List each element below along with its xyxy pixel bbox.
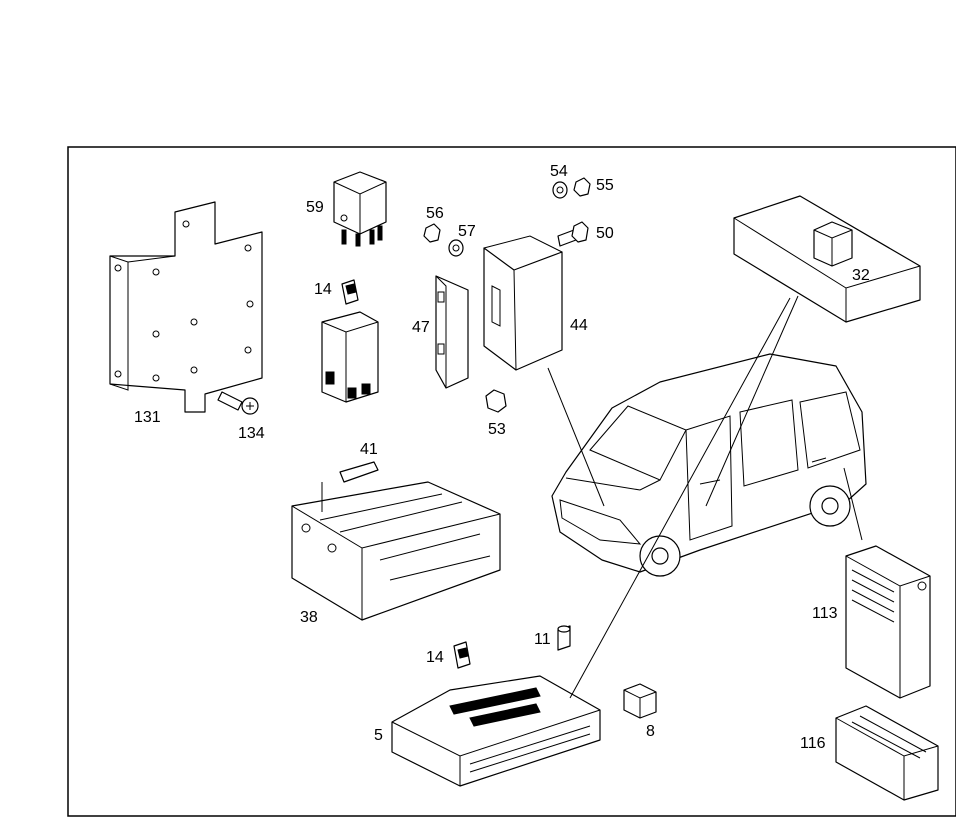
callout-54: 54 — [550, 163, 568, 180]
spacer-11 — [557, 625, 571, 651]
callout-55: 55 — [596, 177, 614, 194]
leader-lines — [321, 295, 863, 699]
screw-134 — [217, 391, 259, 415]
relay-8 — [623, 683, 657, 719]
module-113 — [845, 545, 931, 699]
fuse-14-upper — [341, 279, 359, 305]
van-illustration — [551, 353, 867, 577]
callout-41: 41 — [360, 441, 378, 458]
bolt-50 — [557, 221, 589, 247]
callout-57: 57 — [458, 223, 476, 240]
washer-57 — [448, 239, 464, 257]
bracket-47 — [435, 275, 469, 389]
callout-38: 38 — [300, 609, 318, 626]
callout-56: 56 — [426, 205, 444, 222]
holder-116 — [835, 705, 939, 801]
callout-14-lower: 14 — [426, 649, 444, 666]
callout-134: 134 — [238, 425, 265, 442]
callout-11: 11 — [534, 631, 551, 648]
control-unit-32 — [733, 195, 921, 323]
housing-44 — [483, 235, 563, 371]
callout-113: 113 — [812, 605, 838, 622]
callout-53: 53 — [488, 421, 506, 438]
callout-59: 59 — [306, 199, 324, 216]
nut-55 — [573, 177, 591, 197]
callout-131: 131 — [134, 409, 161, 426]
callout-116: 116 — [800, 735, 826, 752]
nut-53 — [485, 389, 507, 413]
relay-59 — [333, 171, 387, 247]
nut-56 — [423, 223, 441, 243]
mounting-plate-131 — [109, 201, 263, 413]
callout-47: 47 — [412, 319, 430, 336]
callout-14-upper: 14 — [314, 281, 332, 298]
diagram-frame — [67, 146, 956, 817]
callout-5: 5 — [374, 727, 383, 744]
fuse-box-5 — [391, 675, 601, 787]
callout-50: 50 — [596, 225, 614, 242]
tray-38 — [291, 481, 501, 621]
washer-54 — [552, 181, 568, 199]
fuse-14-lower — [453, 641, 471, 669]
callout-44: 44 — [570, 317, 588, 334]
callout-8: 8 — [646, 723, 655, 740]
fuse-holder — [321, 311, 379, 403]
clip-41 — [339, 461, 379, 483]
callout-32: 32 — [852, 267, 870, 284]
